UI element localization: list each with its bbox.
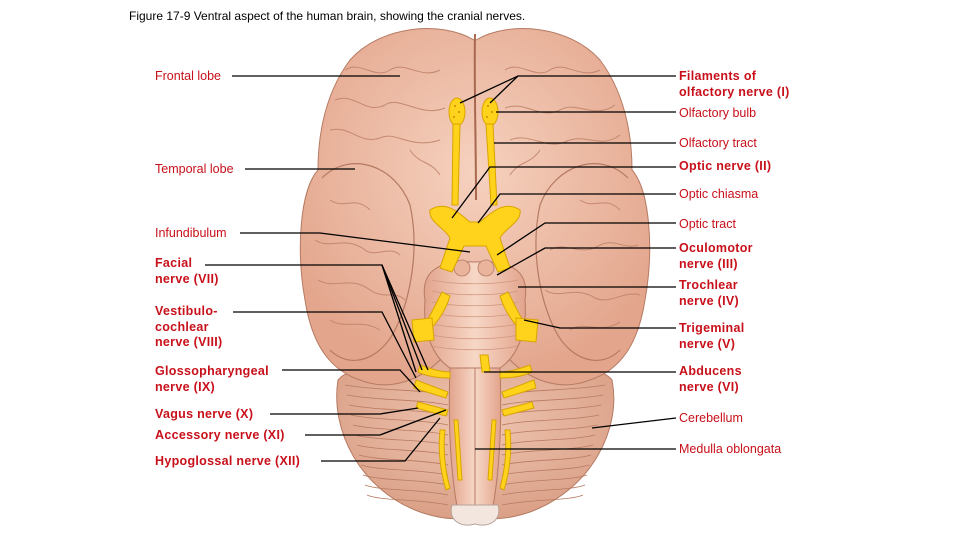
- cerebrum-shape: [299, 28, 651, 386]
- label-accessory-nerve: Accessory nerve (XI): [155, 428, 285, 442]
- label-optic-chiasma: Optic chiasma: [679, 187, 759, 201]
- label-frontal-lobe: Frontal lobe: [155, 69, 222, 83]
- label-optic-tract: Optic tract: [679, 217, 736, 231]
- label-infundibulum: Infundibulum: [155, 226, 227, 240]
- label-trochlear-nerve: Trochlear nerve (IV): [679, 278, 739, 308]
- label-olfactory-filaments: Filaments of olfactory nerve (I): [679, 69, 790, 99]
- label-trigeminal-nerve: Trigeminal nerve (V): [679, 321, 745, 351]
- leader-lines: [205, 75, 677, 462]
- label-olfactory-tract: Olfactory tract: [679, 136, 757, 150]
- cranial-nerves-shape: [411, 97, 539, 491]
- label-hypoglossal-nerve: Hypoglossal nerve (XII): [155, 454, 301, 468]
- label-vagus-nerve: Vagus nerve (X): [155, 407, 254, 421]
- label-facial-nerve: Facial nerve (VII): [155, 256, 219, 286]
- label-glossopharyngeal-nerve: Glossopharyngeal nerve (IX): [155, 364, 269, 394]
- label-temporal-lobe: Temporal lobe: [155, 162, 234, 176]
- label-medulla-oblongata: Medulla oblongata: [679, 442, 782, 456]
- figure-caption: Figure 17-9 Ventral aspect of the human …: [129, 9, 526, 23]
- label-cerebellum: Cerebellum: [679, 411, 743, 425]
- label-oculomotor-nerve: Oculomotor nerve (III): [679, 241, 753, 271]
- label-olfactory-bulb: Olfactory bulb: [679, 106, 757, 120]
- label-vestibulocochlear-nerve: Vestibulo- cochlear nerve (VIII): [155, 304, 223, 349]
- label-abducens-nerve: Abducens nerve (VI): [679, 364, 742, 394]
- label-optic-nerve: Optic nerve (II): [679, 159, 772, 173]
